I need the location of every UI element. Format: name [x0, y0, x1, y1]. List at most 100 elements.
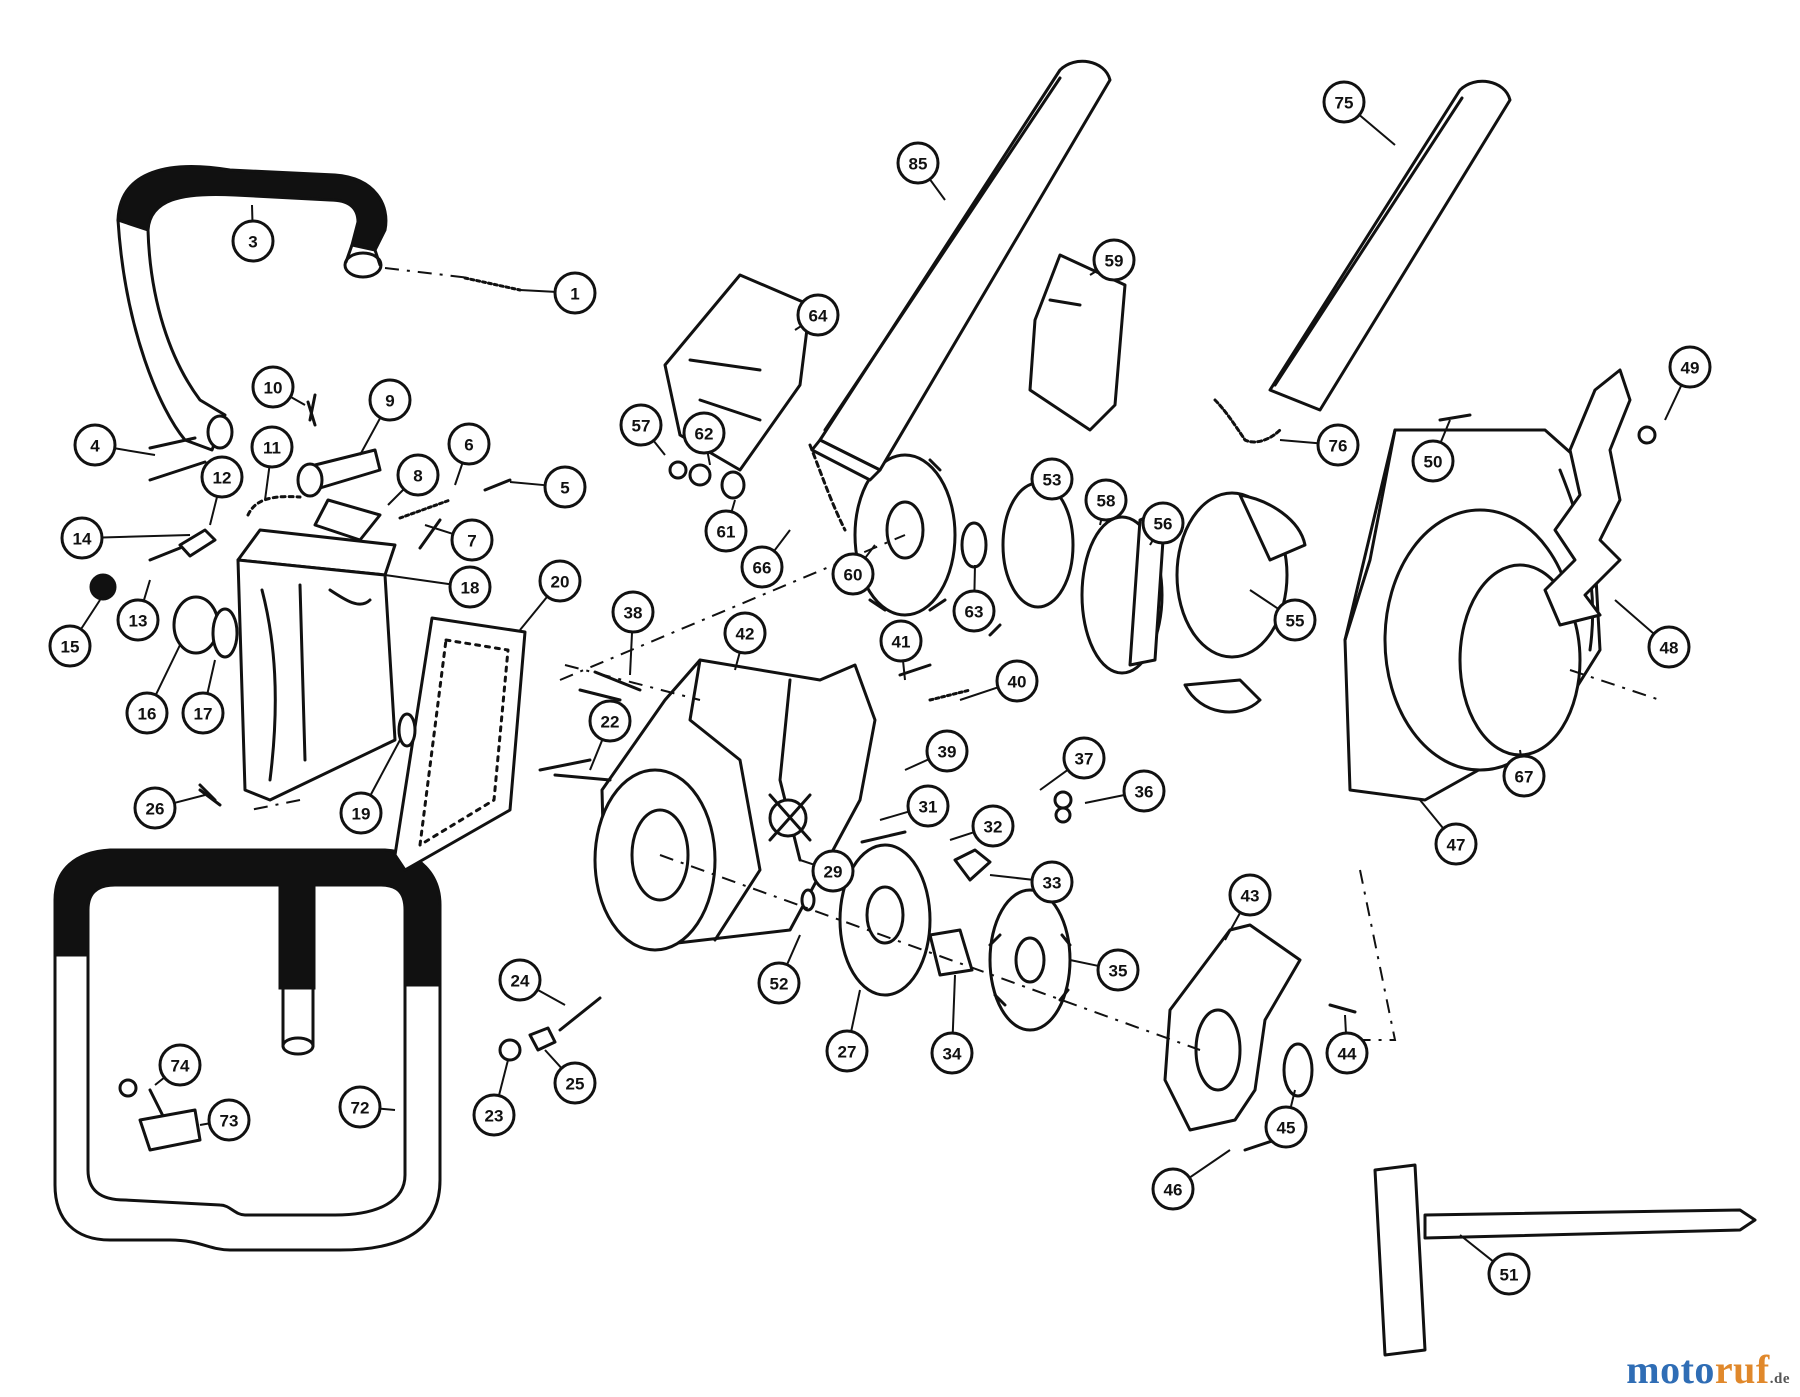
callout-56: 56 [1141, 501, 1185, 546]
callout-label-9: 9 [385, 392, 394, 411]
part-rear-handle [53, 848, 442, 1252]
axis-line-handle [384, 267, 471, 279]
callout-leader-49 [1664, 384, 1683, 421]
part-guide-bar-75 [1213, 79, 1512, 444]
callout-4: 4 [73, 423, 156, 467]
callout-39: 39 [904, 729, 969, 773]
callout-label-12: 12 [213, 469, 232, 488]
callout-58: 58 [1084, 478, 1128, 526]
callout-36: 36 [1084, 769, 1166, 813]
callout-circle-5 [543, 465, 587, 509]
callout-label-46: 46 [1164, 1181, 1183, 1200]
callout-59: 59 [1089, 238, 1136, 282]
callout-circle-33 [1030, 860, 1074, 904]
callout-circle-31 [906, 784, 950, 828]
callout-label-53: 53 [1043, 471, 1062, 490]
callout-48: 48 [1614, 599, 1691, 669]
axis-line-crankcase [564, 664, 701, 701]
callout-leader-72 [379, 1107, 396, 1111]
callout-label-11: 11 [263, 439, 281, 458]
callout-11: 11 [250, 425, 294, 501]
callout-29: 29 [799, 849, 855, 893]
callout-40: 40 [959, 659, 1039, 703]
callout-leader-55 [1249, 589, 1279, 610]
callout-label-48: 48 [1660, 639, 1679, 658]
callout-6: 6 [447, 422, 491, 486]
part-fuel-tank [236, 528, 397, 802]
callout-circle-53 [1030, 457, 1074, 501]
callout-leader-12 [209, 496, 219, 526]
callout-18: 18 [384, 565, 492, 609]
callout-leader-42 [734, 652, 741, 671]
callout-label-31: 31 [919, 798, 938, 817]
callout-circle-46 [1151, 1167, 1195, 1211]
callout-circle-76 [1316, 423, 1360, 467]
callout-49: 49 [1664, 345, 1712, 421]
callout-47: 47 [1419, 799, 1478, 866]
callout-label-17: 17 [194, 705, 213, 724]
callout-circle-45 [1264, 1105, 1308, 1149]
callout-label-1: 1 [570, 285, 579, 304]
callout-33: 33 [989, 860, 1074, 904]
callout-label-66: 66 [753, 559, 772, 578]
callout-label-10: 10 [264, 379, 283, 398]
callout-label-25: 25 [566, 1075, 585, 1094]
callout-41: 41 [879, 619, 923, 681]
callout-leader-14 [101, 534, 191, 539]
callout-circle-35 [1096, 948, 1140, 992]
callout-label-38: 38 [624, 604, 643, 623]
part-small-hardware [118, 276, 1472, 1152]
part-front-handle [116, 165, 388, 452]
part-clutch-cover [1343, 428, 1602, 802]
callout-label-7: 7 [467, 532, 476, 551]
callout-42: 42 [723, 611, 767, 671]
callout-16: 16 [125, 644, 181, 735]
callout-34: 34 [930, 974, 974, 1075]
callout-circle-49 [1668, 345, 1712, 389]
callout-leader-75 [1358, 114, 1396, 146]
callout-leader-33 [989, 874, 1033, 881]
callout-73: 73 [199, 1098, 251, 1142]
callout-circle-11 [250, 425, 294, 469]
callout-label-67: 67 [1515, 768, 1534, 787]
callout-label-85: 85 [909, 155, 928, 174]
callout-3: 3 [231, 204, 275, 263]
callout-label-57: 57 [632, 417, 651, 436]
callout-label-41: 41 [892, 633, 911, 652]
callout-leader-8 [387, 488, 405, 506]
callout-leader-16 [154, 644, 181, 696]
callout-leader-11 [264, 466, 271, 501]
callout-10: 10 [251, 365, 306, 409]
callout-label-45: 45 [1277, 1119, 1296, 1138]
callout-circle-3 [231, 219, 275, 263]
callout-circle-57 [619, 403, 663, 447]
callout-label-16: 16 [138, 705, 157, 724]
callout-20: 20 [519, 559, 582, 631]
callout-label-42: 42 [736, 625, 755, 644]
callout-45: 45 [1264, 1089, 1308, 1149]
callout-label-51: 51 [1500, 1266, 1519, 1285]
callout-60: 60 [831, 544, 876, 596]
callout-leader-10 [289, 395, 306, 406]
part-oil-pump [89, 400, 512, 807]
callout-52: 52 [757, 934, 801, 1005]
callout-5: 5 [509, 465, 587, 509]
callout-circle-12 [200, 455, 244, 499]
callout-label-52: 52 [770, 975, 789, 994]
callout-label-24: 24 [511, 972, 530, 991]
callout-label-40: 40 [1008, 673, 1027, 692]
callout-leader-73 [199, 1122, 210, 1126]
watermark-logo: motoruf.de [1626, 1346, 1790, 1393]
callout-circle-34 [930, 1031, 974, 1075]
callout-label-73: 73 [220, 1112, 239, 1131]
callout-label-29: 29 [824, 863, 843, 882]
callout-circle-38 [611, 590, 655, 634]
callout-14: 14 [60, 516, 191, 560]
callout-label-56: 56 [1154, 515, 1173, 534]
callout-leader-51 [1459, 1234, 1494, 1263]
callout-38: 38 [611, 590, 655, 676]
callout-leader-20 [519, 595, 549, 631]
callout-leader-41 [902, 660, 906, 681]
callout-leader-61 [730, 499, 736, 513]
callout-circle-40 [995, 659, 1039, 703]
